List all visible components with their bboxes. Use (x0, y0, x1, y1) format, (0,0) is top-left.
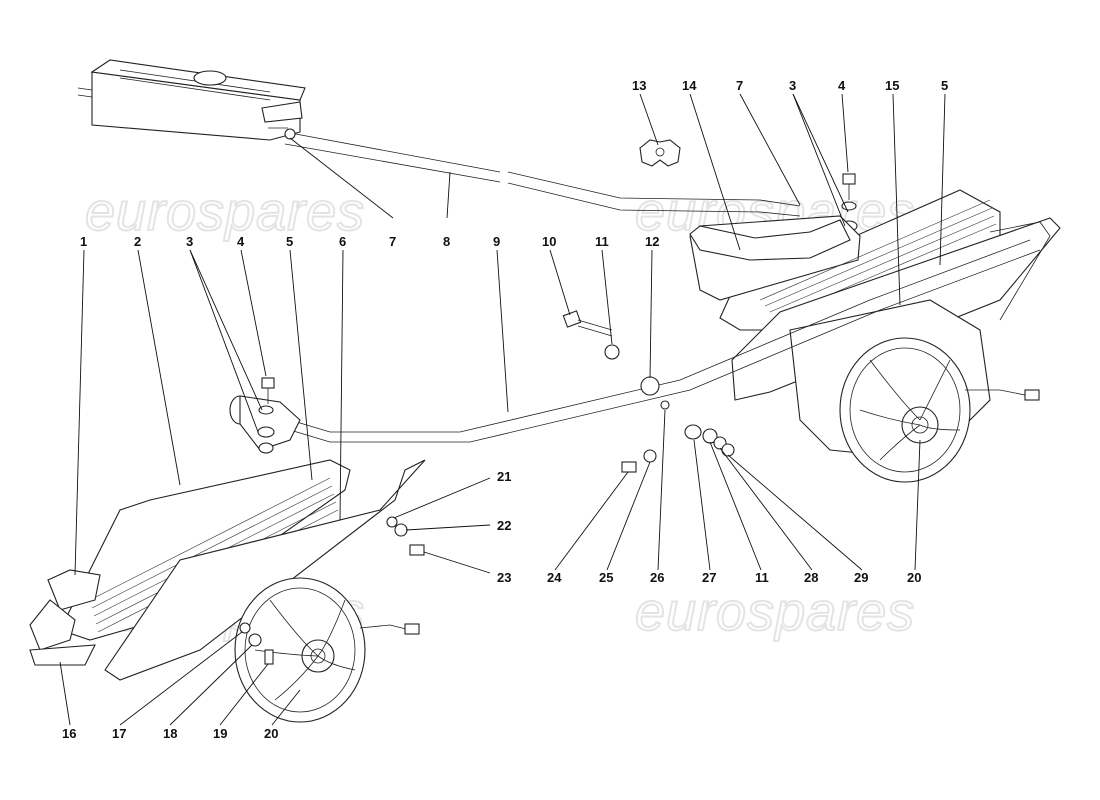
callout-2: 2 (134, 234, 141, 249)
callout-25: 25 (599, 570, 613, 585)
callout-23: 23 (497, 570, 511, 585)
callout-18: 18 (163, 726, 177, 741)
expansion-tank (77, 59, 306, 141)
left-radiator (29, 459, 426, 681)
fasteners-left (239, 516, 425, 665)
right-fan-20 (789, 299, 1040, 483)
bolt-10 (562, 310, 613, 337)
callout-5-left: 5 (286, 234, 293, 249)
callout-labels-right-side: 21 22 23 (497, 469, 511, 585)
callout-labels-upper-row: 1 2 3 4 5 6 7 8 9 10 11 12 (80, 234, 659, 249)
callout-22: 22 (497, 518, 511, 533)
washer-11-upper (604, 344, 620, 360)
callout-13: 13 (632, 78, 646, 93)
callout-29: 29 (854, 570, 868, 585)
fasteners-24-29 (621, 400, 735, 473)
watermark-lower-right: eurospares (635, 582, 915, 642)
callout-3-left: 3 (186, 234, 193, 249)
callout-5-top: 5 (941, 78, 948, 93)
clamp-13 (639, 139, 681, 167)
callout-7-left: 7 (389, 234, 396, 249)
hose-14 (689, 219, 851, 261)
callout-8: 8 (443, 234, 450, 249)
callout-labels-bottom-left: 16 17 18 19 20 (62, 726, 278, 741)
callout-19: 19 (213, 726, 227, 741)
grommet-12 (640, 376, 660, 396)
callout-4-left: 4 (237, 234, 245, 249)
left-fan-20 (234, 577, 420, 723)
callout-12: 12 (645, 234, 659, 249)
callout-4-top: 4 (838, 78, 846, 93)
callout-7-top: 7 (736, 78, 743, 93)
callout-11-upper: 11 (595, 234, 609, 249)
callout-10: 10 (542, 234, 556, 249)
callout-26: 26 (650, 570, 664, 585)
callout-20-left: 20 (264, 726, 278, 741)
callout-24: 24 (547, 570, 562, 585)
callout-9: 9 (493, 234, 500, 249)
callout-labels-bottom-right: 24 25 26 27 11 28 29 20 (547, 570, 921, 585)
left-connector (229, 377, 301, 454)
callout-16: 16 (62, 726, 76, 741)
callout-17: 17 (112, 726, 126, 741)
callout-27: 27 (702, 570, 716, 585)
callout-28: 28 (804, 570, 818, 585)
pipe-8 (284, 128, 801, 217)
callout-21: 21 (497, 469, 511, 484)
callout-labels-top: 13 14 7 3 4 15 5 (632, 78, 948, 93)
callout-6: 6 (339, 234, 346, 249)
callout-11-lower: 11 (755, 570, 769, 585)
callout-1: 1 (80, 234, 87, 249)
callout-15: 15 (885, 78, 899, 93)
callout-20-right: 20 (907, 570, 921, 585)
callout-3-top: 3 (789, 78, 796, 93)
leader-lines (59, 93, 946, 726)
watermark-upper-left: eurospares (85, 182, 365, 242)
callout-14: 14 (682, 78, 697, 93)
